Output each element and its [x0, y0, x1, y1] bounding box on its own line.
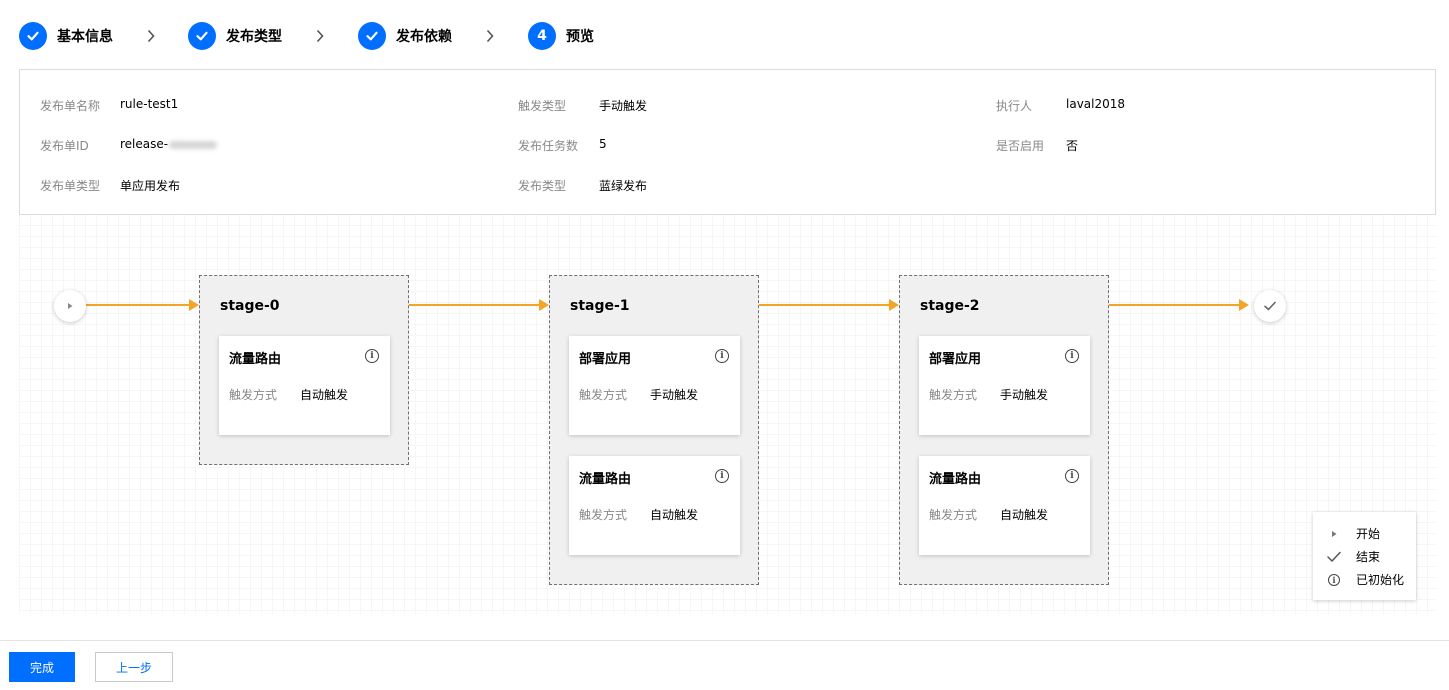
info-icon[interactable]: i [1065, 469, 1079, 483]
executor-value: laval2018 [1066, 97, 1126, 111]
legend-end: 结束 [1356, 550, 1381, 564]
trigger-mode-value: 手动触发 [650, 388, 699, 402]
stage-title: stage-2 [920, 298, 980, 314]
trigger-mode-label: 触发方式 [229, 388, 278, 402]
trigger-mode-label: 触发方式 [929, 508, 978, 522]
task-title: 流量路由 [929, 472, 982, 487]
check-icon [1264, 301, 1276, 311]
info-icon[interactable]: i [715, 469, 729, 483]
release-id-value: release- [120, 137, 218, 151]
task-count-value: 5 [599, 137, 607, 151]
step-label: 发布依赖 [396, 29, 452, 45]
chevron-right-icon [452, 29, 528, 43]
chevron-right-icon [282, 29, 358, 43]
trigger-type-label: 触发类型 [518, 99, 567, 113]
release-name-value: rule-test1 [120, 97, 179, 111]
step-preview[interactable]: 4 预览 [528, 22, 594, 50]
stage-title: stage-1 [570, 298, 630, 314]
check-icon [358, 22, 386, 50]
trigger-mode-value: 手动触发 [1000, 388, 1049, 402]
release-name-label: 发布单名称 [40, 99, 101, 113]
step-label: 发布类型 [226, 29, 282, 45]
task-count-label: 发布任务数 [518, 139, 579, 153]
release-type-label: 发布类型 [518, 179, 567, 193]
legend-start: 开始 [1356, 527, 1381, 541]
redacted-text [169, 140, 218, 149]
task-card[interactable]: 流量路由 i 触发方式 自动触发 [219, 336, 390, 435]
trigger-mode-value: 自动触发 [650, 508, 699, 522]
info-icon[interactable]: i [715, 349, 729, 363]
task-card[interactable]: 部署应用 i 触发方式 手动触发 [919, 336, 1090, 435]
flow-arrow [759, 299, 899, 311]
task-title: 流量路由 [579, 472, 632, 487]
stage-card[interactable]: stage-1 部署应用 i 触发方式 手动触发 流量路由 i 触发方式 自动触… [549, 275, 759, 585]
enabled-label: 是否启用 [996, 139, 1045, 153]
trigger-mode-label: 触发方式 [579, 508, 628, 522]
step-basic-info[interactable]: 基本信息 [19, 22, 113, 50]
stage-card[interactable]: stage-0 流量路由 i 触发方式 自动触发 [199, 275, 409, 465]
enabled-value: 否 [1066, 139, 1079, 153]
legend-initialized: 已初始化 [1356, 573, 1405, 587]
task-card[interactable]: 流量路由 i 触发方式 自动触发 [569, 456, 740, 555]
stage-card[interactable]: stage-2 部署应用 i 触发方式 手动触发 流量路由 i 触发方式 自动触… [899, 275, 1109, 585]
trigger-mode-label: 触发方式 [929, 388, 978, 402]
release-kind-value: 单应用发布 [120, 179, 181, 193]
chevron-right-icon [113, 29, 188, 43]
step-release-dependency[interactable]: 发布依赖 [358, 22, 452, 50]
check-icon [188, 22, 216, 50]
info-icon: i [1328, 573, 1340, 586]
task-card[interactable]: 部署应用 i 触发方式 手动触发 [569, 336, 740, 435]
info-icon[interactable]: i [365, 349, 379, 363]
trigger-mode-value: 自动触发 [300, 388, 349, 402]
task-title: 部署应用 [579, 352, 632, 367]
task-card[interactable]: 流量路由 i 触发方式 自动触发 [919, 456, 1090, 555]
stage-title: stage-0 [220, 298, 280, 314]
steps-bar: 基本信息 发布类型 发布依赖 4 预览 [19, 21, 594, 51]
legend: 开始 结束 i 已初始化 [1313, 512, 1416, 600]
trigger-type-value: 手动触发 [599, 99, 648, 113]
play-icon [68, 303, 73, 309]
step-label: 预览 [566, 29, 594, 45]
footer-bar: 完成 上一步 [0, 640, 1449, 690]
previous-step-button[interactable]: 上一步 [95, 652, 173, 682]
release-info-panel: 发布单名称 rule-test1 发布单ID release- 发布单类型 单应… [19, 69, 1436, 215]
release-kind-label: 发布单类型 [40, 179, 101, 193]
check-icon [19, 22, 47, 50]
info-icon[interactable]: i [1065, 349, 1079, 363]
flow-arrow [86, 299, 199, 311]
release-id-label: 发布单ID [40, 139, 89, 153]
finish-button[interactable]: 完成 [9, 652, 75, 682]
step-release-type[interactable]: 发布类型 [188, 22, 282, 50]
task-title: 部署应用 [929, 352, 982, 367]
play-icon [1325, 529, 1343, 539]
step-label: 基本信息 [57, 29, 113, 45]
flow-arrow [1109, 299, 1249, 311]
end-node[interactable] [1254, 290, 1286, 322]
start-node[interactable] [54, 290, 86, 322]
trigger-mode-label: 触发方式 [579, 388, 628, 402]
trigger-mode-value: 自动触发 [1000, 508, 1049, 522]
executor-label: 执行人 [996, 99, 1033, 113]
release-type-value: 蓝绿发布 [599, 179, 648, 193]
step-number: 4 [528, 22, 556, 50]
check-icon [1325, 550, 1343, 564]
task-title: 流量路由 [229, 352, 282, 367]
flow-arrow [409, 299, 549, 311]
